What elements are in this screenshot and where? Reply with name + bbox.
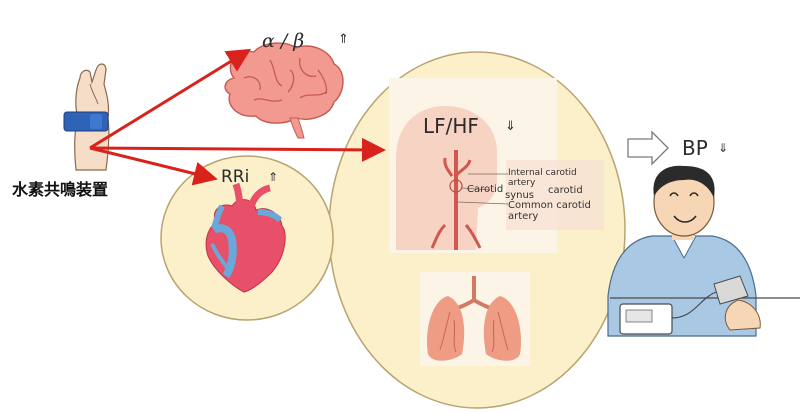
- hand-with-device-icon: [63, 63, 110, 171]
- bp-trend-down-icon: ⇓: [718, 141, 729, 155]
- common-carotid-label: Common carotid artery: [508, 200, 591, 222]
- carotid-sinus-marker: [449, 179, 463, 193]
- brain-ratio-label: α / β: [262, 30, 305, 52]
- brain-icon: [224, 42, 344, 139]
- heart-icon: [205, 182, 286, 293]
- device-label: 水素共鳴装置: [12, 180, 109, 199]
- arrow-to-brain: [89, 48, 252, 150]
- anatomy-label-panel: [506, 160, 604, 230]
- arrow-to-head: [89, 137, 386, 162]
- head-icon: [395, 106, 497, 250]
- patient-with-bp-monitor-icon: [607, 165, 800, 337]
- outline-arrow-to-bp: [627, 130, 669, 166]
- pointer-cca: [457, 201, 509, 205]
- bp-label: BP: [682, 136, 708, 160]
- carotid-sinus-label-a: Carotid: [467, 184, 504, 195]
- rri-label: RRi: [221, 167, 250, 187]
- rri-trend-up-icon: ⇑: [268, 170, 279, 184]
- carotid-sinus-label-c: carotid: [548, 185, 583, 196]
- arrow-to-heart: [89, 146, 218, 186]
- internal-carotid-label: Internal carotid artery: [508, 168, 577, 188]
- lfhf-trend-down-icon: ⇓: [505, 119, 516, 134]
- lfhf-label: LF/HF: [423, 114, 479, 138]
- carotid-sinus-label-b: synus: [505, 190, 535, 201]
- brain-trend-up-icon: ⇑: [338, 32, 349, 47]
- lungs-icon: [426, 276, 522, 361]
- pointer-sinus: [461, 187, 491, 191]
